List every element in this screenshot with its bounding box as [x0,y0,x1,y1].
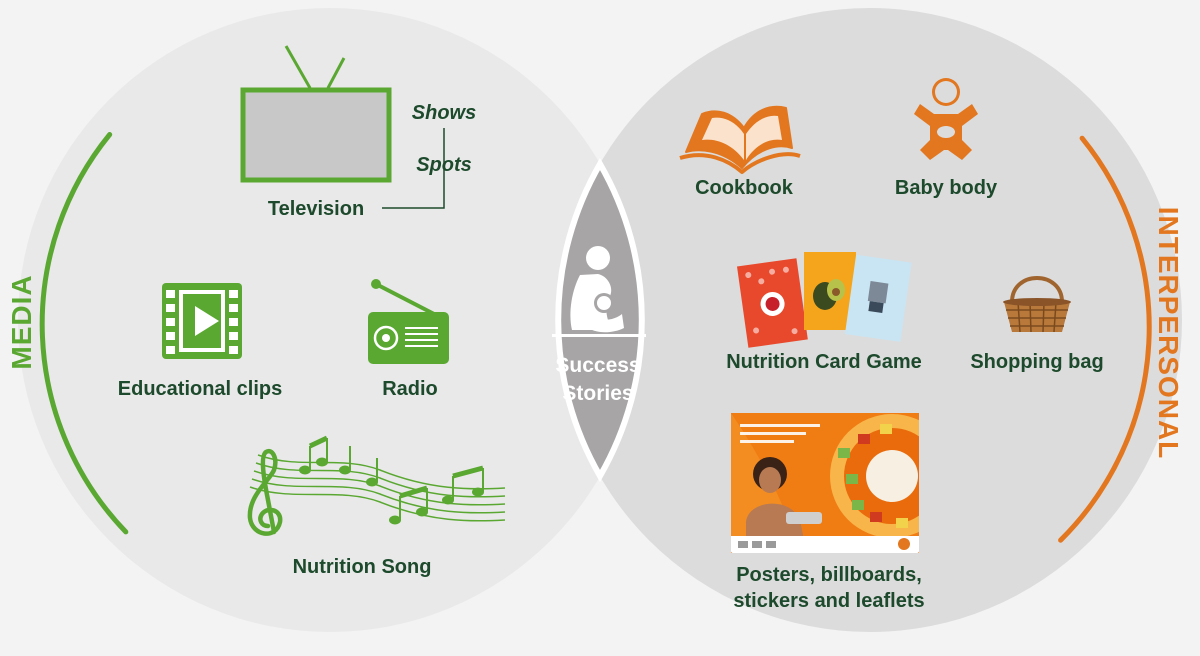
posters-line2: stickers and leaflets [733,590,925,612]
cookbook-label: Cookbook [695,177,793,199]
posters-line1: Posters, billboards, [736,564,922,586]
poster-icon [731,413,919,553]
lens-outline [555,157,645,483]
educational-clips-label: Educational clips [117,378,283,400]
shows-spots-bracket [382,128,445,209]
media-arc [39,132,129,535]
breastfeeding-icon [552,246,646,337]
book-icon [679,105,801,174]
nutrition-card-game-label: Nutrition Card Game [726,351,922,373]
baby-body-label: Baby body [894,177,998,199]
basket-icon [1003,276,1071,333]
success-stories-label: Success Stories [555,352,640,408]
nutrition-song-label: Nutrition Song [292,556,432,578]
film-clip-icon [162,283,242,359]
radio-icon [368,279,449,364]
shows-label: Shows [411,102,477,124]
interpersonal-side-label: INTERPERSONAL [1153,206,1184,460]
nutrition-cards-icon [737,252,912,348]
radio-label: Radio [382,378,438,400]
interpersonal-arc [1058,135,1152,543]
baby-body-icon [914,78,978,160]
television-label: Television [267,198,365,220]
success-stories-line2: Stories [562,382,634,405]
television-icon [240,45,392,183]
posters-label: Posters, billboards, stickers and leafle… [733,562,924,614]
media-side-label: MEDIA [6,274,37,370]
success-stories-line1: Success [555,354,641,377]
shopping-bag-label: Shopping bag [970,351,1104,373]
spots-label: Spots [416,154,472,176]
music-notes-icon [247,435,506,536]
media-circle [18,8,642,632]
